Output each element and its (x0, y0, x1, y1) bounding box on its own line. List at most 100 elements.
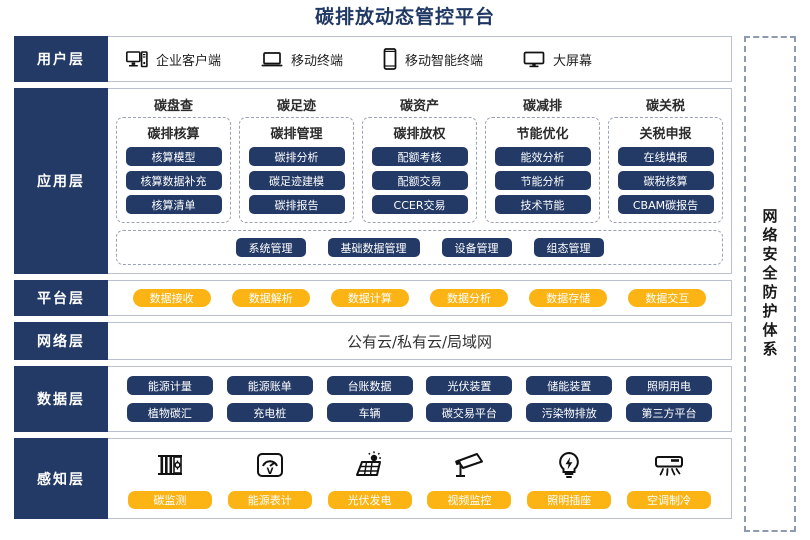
sense-pill[interactable]: 光伏发电 (327, 491, 412, 509)
user-item-enterprise-client[interactable]: 企业客户端 (126, 50, 221, 69)
app-chip[interactable]: 碳足迹建模 (248, 171, 345, 190)
management-chip[interactable]: 系统管理 (235, 238, 306, 257)
layer-body-platform: 数据接收 数据解析 数据计算 数据分析 数据存储 数据交互 (108, 281, 731, 315)
group-title: 碳足迹 (276, 99, 316, 114)
user-item-large-screen[interactable]: 大屏幕 (523, 50, 592, 69)
sense-pill[interactable]: 视频监控 (427, 491, 512, 509)
security-sidebar: 网络安全防护体系 (744, 36, 796, 532)
user-item-label: 移动终端 (291, 53, 344, 69)
energy-meter-icon: V (248, 447, 292, 483)
platform-pill[interactable]: 数据接收 (132, 289, 211, 307)
platform-pill[interactable]: 数据解析 (231, 289, 310, 307)
layer-data: 数据层 能源计量 能源账单 台账数据 光伏装置 储能装置 照明用电 植物碳汇 充… (14, 366, 732, 432)
laptop-icon (261, 51, 283, 68)
app-group-carbon-reduction: 碳减排 节能优化 能效分析 节能分析 技术节能 (485, 95, 600, 223)
group-title: 碳关税 (645, 99, 685, 114)
air-conditioner-icon (647, 447, 691, 483)
layer-platform: 平台层 数据接收 数据解析 数据计算 数据分析 数据存储 数据交互 (14, 280, 732, 316)
layer-network: 网络层 公有云/私有云/局域网 (14, 322, 732, 360)
data-chip[interactable]: 储能装置 (526, 376, 613, 395)
desktop-tower-icon (126, 50, 148, 68)
layer-body-application: 碳盘查 碳排核算 核算模型 核算数据补充 核算清单 碳足迹 碳排管理 (108, 89, 731, 273)
app-chip[interactable]: 碳排报告 (248, 195, 345, 214)
user-item-label: 大屏幕 (553, 53, 593, 69)
user-item-smart-mobile-terminal[interactable]: 移动智能终端 (383, 48, 483, 70)
app-chip[interactable]: 核算模型 (125, 147, 222, 166)
app-chip[interactable]: 核算清单 (125, 195, 222, 214)
user-item-mobile-terminal[interactable]: 移动终端 (261, 50, 343, 69)
platform-pill[interactable]: 数据存储 (529, 289, 608, 307)
app-chip[interactable]: 碳排分析 (248, 147, 345, 166)
management-chip[interactable]: 设备管理 (441, 238, 512, 257)
layer-label-application: 应用层 (14, 88, 108, 274)
app-chip[interactable]: 配额交易 (371, 171, 468, 190)
data-chip[interactable]: 车辆 (326, 403, 413, 422)
data-chip[interactable]: 能源计量 (126, 376, 213, 395)
sense-label-row: 碳监测 能源表计 光伏发电 视频监控 照明插座 空调制冷 (120, 491, 719, 509)
sense-device-grid: V (108, 439, 731, 518)
app-chip[interactable]: CBAM碳报告 (617, 195, 714, 214)
app-chip[interactable]: 节能分析 (494, 171, 591, 190)
app-chip[interactable]: 能效分析 (494, 147, 591, 166)
data-chip[interactable]: 植物碳汇 (126, 403, 213, 422)
management-chip[interactable]: 组态管理 (533, 238, 604, 257)
data-chip[interactable]: 碳交易平台 (426, 403, 513, 422)
security-sidebar-label: 网络安全防护体系 (760, 208, 779, 360)
group-subtitle: 节能优化 (516, 127, 569, 142)
data-chip[interactable]: 照明用电 (626, 376, 713, 395)
app-chip[interactable]: 碳税核算 (617, 171, 714, 190)
application-group-list: 碳盘查 碳排核算 核算模型 核算数据补充 核算清单 碳足迹 碳排管理 (116, 95, 723, 223)
data-chip[interactable]: 充电桩 (226, 403, 313, 422)
app-chip[interactable]: 技术节能 (494, 195, 591, 214)
group-title: 碳资产 (399, 99, 439, 114)
data-chip[interactable]: 能源账单 (226, 376, 313, 395)
sense-pill[interactable]: 能源表计 (227, 491, 312, 509)
group-subtitle: 碳排管理 (270, 127, 323, 142)
group-subtitle: 碳排放权 (393, 127, 446, 142)
app-group-carbon-inventory: 碳盘查 碳排核算 核算模型 核算数据补充 核算清单 (116, 95, 231, 223)
data-chip[interactable]: 第三方平台 (626, 403, 713, 422)
layer-sense: 感知层 (14, 438, 732, 519)
platform-pill[interactable]: 数据分析 (430, 289, 509, 307)
group-box: 碳排管理 碳排分析 碳足迹建模 碳排报告 (239, 117, 354, 223)
smartphone-icon (383, 48, 397, 70)
app-group-carbon-asset: 碳资产 碳排放权 配额考核 配额交易 CCER交易 (362, 95, 477, 223)
app-chip[interactable]: 配额考核 (371, 147, 468, 166)
application-management-box: 系统管理 基础数据管理 设备管理 组态管理 (116, 230, 723, 265)
application-content: 碳盘查 碳排核算 核算模型 核算数据补充 核算清单 碳足迹 碳排管理 (108, 89, 731, 273)
layer-label-user: 用户层 (14, 36, 108, 82)
data-row-1: 能源计量 能源账单 台账数据 光伏装置 储能装置 照明用电 (120, 376, 719, 395)
layer-body-user: 企业客户端 移动终端 (108, 37, 731, 81)
group-title: 碳减排 (522, 99, 562, 114)
app-chip[interactable]: CCER交易 (371, 195, 468, 214)
network-text: 公有云/私有云/局域网 (346, 332, 493, 351)
group-title: 碳盘查 (153, 99, 193, 114)
data-chip[interactable]: 台账数据 (326, 376, 413, 395)
data-chip[interactable]: 光伏装置 (426, 376, 513, 395)
light-bulb-icon (547, 447, 591, 483)
layer-label-network: 网络层 (14, 322, 108, 360)
sense-pill[interactable]: 照明插座 (527, 491, 612, 509)
user-terminal-list: 企业客户端 移动终端 (108, 48, 731, 70)
management-chip[interactable]: 基础数据管理 (327, 238, 420, 257)
group-box: 关税申报 在线填报 碳税核算 CBAM碳报告 (608, 117, 723, 223)
layer-application: 应用层 碳盘查 碳排核算 核算模型 核算数据补充 核算清单 (14, 88, 732, 274)
app-chip[interactable]: 在线填报 (617, 147, 714, 166)
group-box: 节能优化 能效分析 节能分析 技术节能 (485, 117, 600, 223)
data-chip[interactable]: 污染物排放 (526, 403, 613, 422)
cctv-camera-icon (447, 447, 491, 483)
data-row-2: 植物碳汇 充电桩 车辆 碳交易平台 污染物排放 第三方平台 (120, 403, 719, 422)
monitor-icon (523, 51, 545, 68)
app-chip[interactable]: 核算数据补充 (125, 171, 222, 190)
platform-pill[interactable]: 数据交互 (628, 289, 707, 307)
page-title: 碳排放动态管控平台 (314, 6, 495, 28)
layer-body-data: 能源计量 能源账单 台账数据 光伏装置 储能装置 照明用电 植物碳汇 充电桩 车… (108, 367, 731, 431)
user-item-label: 移动智能终端 (405, 53, 484, 69)
sense-pill[interactable]: 空调制冷 (627, 491, 712, 509)
group-box: 碳排核算 核算模型 核算数据补充 核算清单 (116, 117, 231, 223)
layer-user: 用户层 (14, 36, 732, 82)
platform-pill[interactable]: 数据计算 (330, 289, 409, 307)
sense-pill[interactable]: 碳监测 (127, 491, 212, 509)
layer-label-platform: 平台层 (14, 280, 108, 316)
